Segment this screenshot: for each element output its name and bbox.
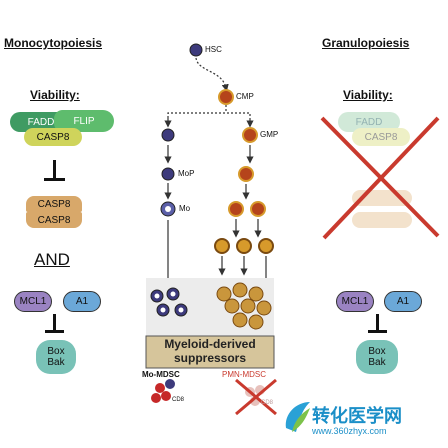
- right-viability-label: Viability:: [343, 88, 393, 102]
- mdp-cell: [161, 128, 175, 142]
- viability-cross-icon: [320, 116, 440, 240]
- right-bax-bak: Box Bak: [356, 340, 398, 374]
- gran-cell-2a: [228, 201, 244, 217]
- pmn-cross-icon: [235, 378, 277, 416]
- gran-cell-3b: [236, 238, 252, 254]
- granulopoiesis-title: Granulopoiesis: [322, 36, 410, 50]
- cmp-cell: [218, 89, 234, 105]
- cd8-left-label: CD8: [172, 397, 185, 403]
- cmp-branch-line: [167, 112, 251, 118]
- right-casp8-label: CASP8: [364, 131, 398, 143]
- casp8-dimer-top: CASP8: [26, 196, 82, 212]
- left-inhibit-bar-1: [53, 160, 56, 178]
- right-inhibit-bar: [376, 314, 379, 330]
- left-viability-label: Viability:: [30, 88, 80, 102]
- flip-label: FLIP: [73, 115, 95, 127]
- right-a1-pill: A1: [384, 291, 422, 312]
- and-label: AND: [34, 250, 70, 269]
- right-inhibit-cap: [368, 330, 387, 333]
- mo-label: Mo: [179, 204, 191, 213]
- casp8-dimer-bottom: CASP8: [26, 212, 82, 228]
- right-box-label: Box: [368, 346, 386, 357]
- right-faded-block-2: [352, 212, 412, 228]
- gran-cell-2b: [250, 201, 266, 217]
- watermark-url: www.360zhyx.com: [312, 426, 387, 436]
- left-bak-label: Bak: [47, 357, 65, 368]
- watermark-logo-icon: [285, 402, 310, 432]
- right-mcl1-label: MCL1: [341, 296, 369, 307]
- cmp-label: CMP: [236, 92, 254, 101]
- casp8-dimer-bottom-label: CASP8: [37, 214, 71, 226]
- mo-mdsc-label: Mo-MDSC: [142, 370, 180, 379]
- monocytopoiesis-title: Monocytopoiesis: [4, 36, 103, 50]
- left-inhibit-bar-2: [53, 314, 56, 330]
- left-inhibit-cap-2: [45, 330, 64, 333]
- mop-cell: [161, 167, 175, 181]
- gmp-label: GMP: [260, 130, 279, 139]
- band-line-2: suppressors: [173, 351, 247, 365]
- myeloid-band: [145, 335, 275, 369]
- pmn-mdsc-label: PMN-MDSC: [222, 370, 266, 379]
- right-bak-label: Bak: [368, 357, 386, 368]
- hsc-label: HSC: [205, 45, 222, 54]
- left-box-label: Box: [47, 346, 65, 357]
- right-fadd-pill-faded: FADD: [338, 112, 400, 132]
- cd8-right-label: CD8: [261, 400, 274, 406]
- left-mcl1-pill: MCL1: [14, 291, 52, 312]
- left-bax-bak: Box Bak: [36, 340, 76, 374]
- right-casp8-pill-faded: CASP8: [352, 128, 410, 146]
- hsc-cell: [189, 43, 203, 57]
- gran-cell-3a: [214, 238, 230, 254]
- casp8-pill: CASP8: [24, 128, 82, 146]
- band-line-1: Myeloid-derived: [164, 337, 256, 351]
- left-a1-label: A1: [75, 296, 89, 307]
- right-mcl1-pill: MCL1: [336, 291, 374, 312]
- mo-mdsc-cd8-cluster: [151, 379, 175, 403]
- casp8-label: CASP8: [36, 131, 70, 143]
- casp8-dimer-top-label: CASP8: [37, 198, 71, 210]
- pmn-mdsc-cluster: [216, 282, 272, 330]
- gran-cell-1: [238, 166, 254, 182]
- flip-pill: FLIP: [54, 110, 114, 132]
- myeloid-band-label: Myeloid-derived suppressors: [146, 337, 274, 365]
- watermark-title: 转化医学网: [312, 406, 402, 427]
- fadd-label: FADD: [27, 116, 55, 128]
- left-mcl1-label: MCL1: [19, 296, 47, 307]
- left-a1-pill: A1: [63, 291, 101, 312]
- right-a1-label: A1: [396, 296, 410, 307]
- right-fadd-label: FADD: [355, 116, 383, 128]
- mop-label: MoP: [178, 169, 195, 178]
- gran-cell-3c: [258, 238, 274, 254]
- left-inhibit-cap-1: [44, 178, 65, 181]
- mo-mdsc-cluster: [150, 287, 188, 317]
- gmp-cell: [242, 127, 258, 143]
- hsc-to-cmp-arrow: [195, 57, 229, 92]
